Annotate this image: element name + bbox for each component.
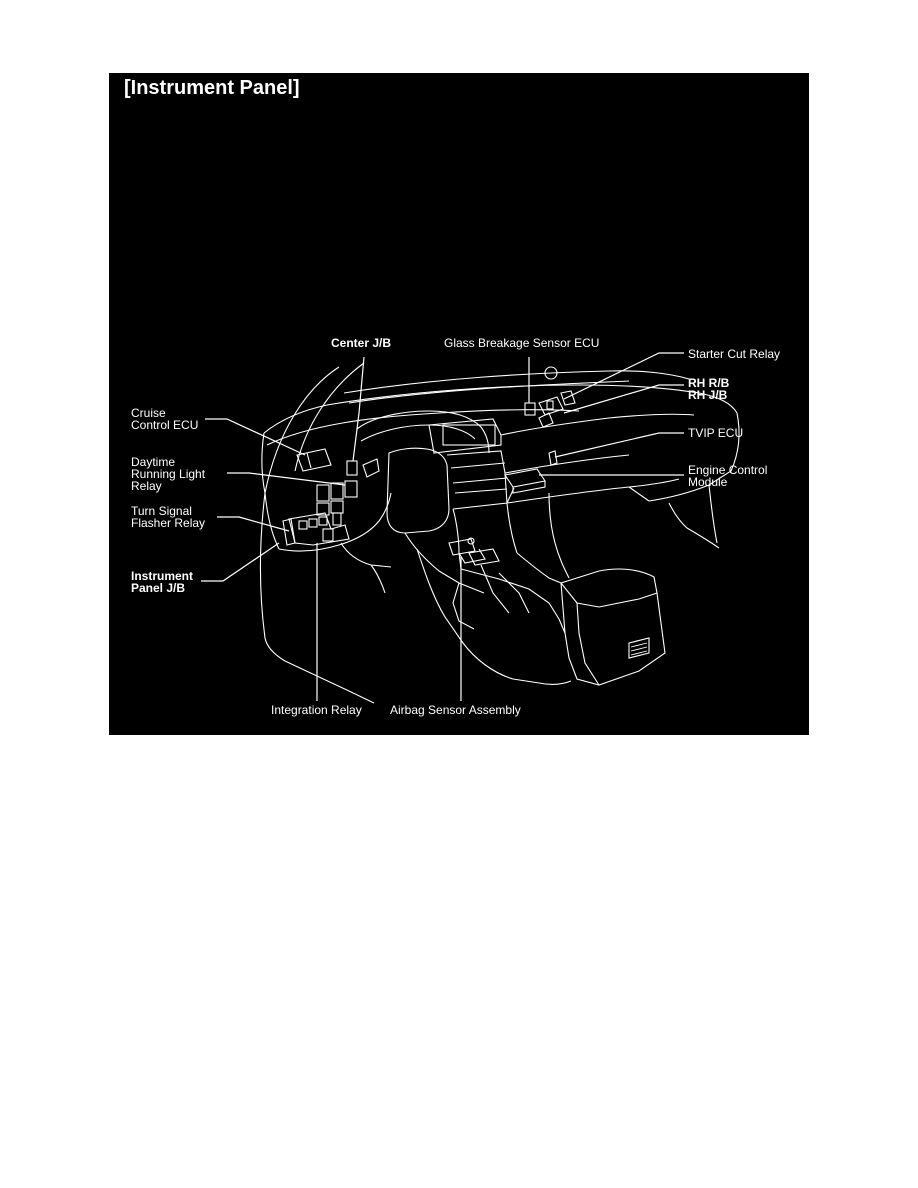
cruise-control-ecu-label: Cruise Control ECU [131, 406, 199, 432]
turn-signal-flasher-relay-label: Turn Signal Flasher Relay [131, 504, 206, 530]
windshield-frame [259, 362, 690, 704]
center-jb-label: Center J/B [331, 336, 392, 350]
center-console [404, 532, 666, 686]
integration-relay-label: Integration Relay [271, 703, 362, 717]
dashboard-outline [261, 384, 740, 594]
tvip-ecu-label: TVIP ECU [688, 426, 744, 440]
rh-jb-label: RH J/B [688, 388, 728, 402]
diagram-panel: [Instrument Panel] Center J/B Glass Brea… [109, 73, 809, 735]
engine-control-module-label: Engine Control Module [688, 463, 768, 489]
glass-breakage-sensor-ecu-label: Glass Breakage Sensor ECU [444, 336, 600, 350]
instrument-panel-jb-label: Instrument Panel J/B [131, 569, 194, 595]
diagram-title: [Instrument Panel] [124, 77, 300, 99]
rh-rb-label: RH R/B [688, 376, 730, 390]
instrument-panel-illustration [201, 352, 740, 704]
leader-lines [201, 352, 684, 701]
components [282, 366, 576, 564]
daytime-running-light-relay-label: Daytime Running Light Relay [131, 455, 206, 493]
airbag-sensor-assembly-label: Airbag Sensor Assembly [390, 703, 521, 717]
starter-cut-relay-label: Starter Cut Relay [688, 347, 781, 361]
